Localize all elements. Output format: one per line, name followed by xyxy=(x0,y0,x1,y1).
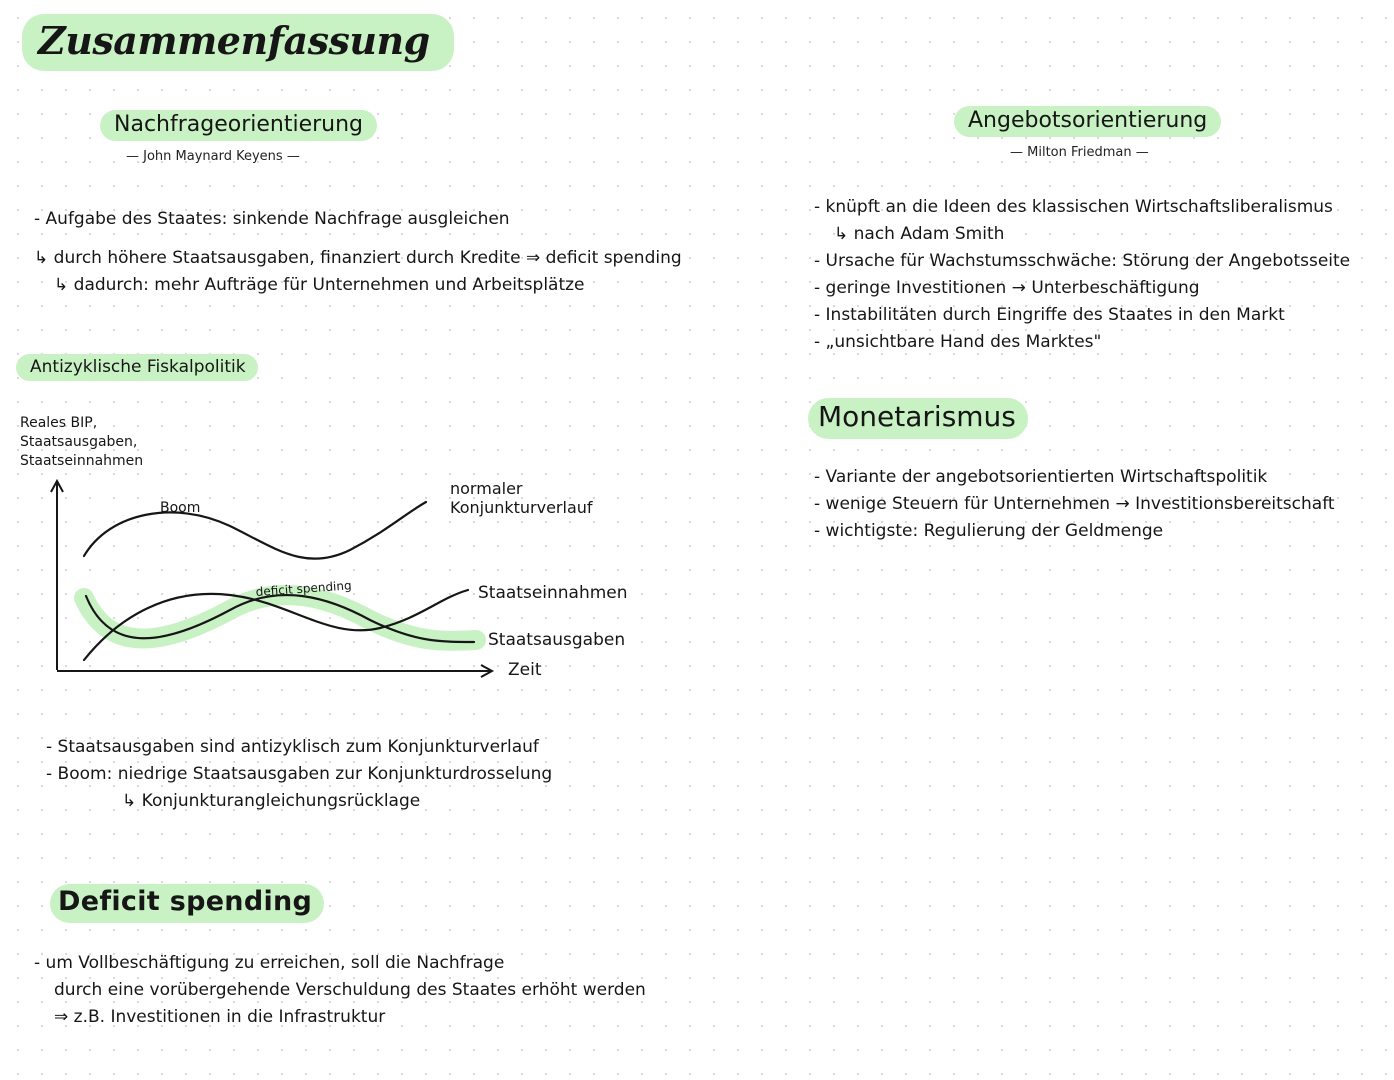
angebot-points: - knüpft an die Ideen des klassischen Wi… xyxy=(814,194,1350,356)
nachfrage-point: ↳ dadurch: mehr Aufträge für Unternehmen… xyxy=(54,275,585,295)
antizyklisch-point: - Staatsausgaben sind antizyklisch zum K… xyxy=(46,737,539,757)
antizyklisch-points: - Staatsausgaben sind antizyklisch zum K… xyxy=(46,734,552,815)
nachfrage-point: ↳ durch höhere Staatsausgaben, finanzier… xyxy=(34,248,682,268)
y-axis-arrow xyxy=(50,478,64,493)
deficit-heading-wrap: Deficit spending xyxy=(50,884,325,923)
angebot-point: - geringe Investitionen → Unterbeschäfti… xyxy=(814,278,1200,298)
chart-label-normal-1: normaler xyxy=(450,479,523,498)
page-title-wrap: Zusammenfassung xyxy=(22,14,454,71)
monetarismus-heading: Monetarismus xyxy=(808,398,1028,439)
staatsausgaben-curve xyxy=(84,593,476,644)
monetarismus-heading-wrap: Monetarismus xyxy=(808,398,1028,439)
nachfrage-points: - Aufgabe des Staates: sinkende Nachfrag… xyxy=(34,206,682,299)
deficit-points: - um Vollbeschäftigung zu erreichen, sol… xyxy=(34,950,646,1031)
angebot-point: - Ursache für Wachstumsschwäche: Störung… xyxy=(814,251,1351,271)
y-axis-label-line: Staatsausgaben, xyxy=(20,434,138,450)
angebot-author: — Milton Friedman — xyxy=(1010,145,1149,160)
chart-label-einnahmen: Staatseinnahmen xyxy=(478,583,628,603)
antizyklisch-point: ↳ Konjunkturangleichungsrücklage xyxy=(122,791,421,811)
monetarismus-point: - Variante der angebotsorientierten Wirt… xyxy=(814,467,1268,487)
angebot-heading-wrap: Angebotsorientierung xyxy=(954,106,1222,137)
konjunktur-curve xyxy=(82,500,428,560)
nachfrage-author: — John Maynard Keyens — xyxy=(126,149,300,164)
chart-label-zeit: Zeit xyxy=(508,660,542,680)
chart-label-ausgaben: Staatsausgaben xyxy=(488,630,625,650)
staatseinnahmen-curve xyxy=(82,588,470,662)
deficit-point: durch eine vorübergehende Verschuldung d… xyxy=(54,980,646,1000)
deficit-point: ⇒ z.B. Investitionen in die Infrastruktu… xyxy=(54,1007,386,1027)
antizyklisch-point: - Boom: niedrige Staatsausgaben zur Konj… xyxy=(46,764,553,784)
monetarismus-point: - wenige Steuern für Unternehmen → Inves… xyxy=(814,494,1335,514)
x-axis-arrow xyxy=(480,664,495,678)
y-axis-label-line: Reales BIP, xyxy=(20,415,98,431)
konjunktur-chart: Boom deficit spending normaler Konjunktu… xyxy=(50,478,628,680)
monetarismus-point: - wichtigste: Regulierung der Geldmenge xyxy=(814,521,1164,541)
antizyklisch-heading: Antizyklische Fiskalpolitik xyxy=(16,354,258,381)
chart-label-normal-2: Konjunkturverlauf xyxy=(450,498,593,517)
deficit-heading: Deficit spending xyxy=(50,884,325,923)
chart-y-axis-label: Reales BIP, Staatsausgaben, Staatseinnah… xyxy=(20,414,143,471)
staatsausgaben-highlight xyxy=(74,585,486,651)
angebot-point: ↳ nach Adam Smith xyxy=(834,224,1005,244)
deficit-point: - um Vollbeschäftigung zu erreichen, sol… xyxy=(34,953,505,973)
nachfrage-heading-wrap: Nachfrageorientierung xyxy=(100,110,378,141)
angebot-point: - Instabilitäten durch Eingriffe des Sta… xyxy=(814,305,1285,325)
monetarismus-points: - Variante der angebotsorientierten Wirt… xyxy=(814,464,1335,545)
page-title: Zusammenfassung xyxy=(22,14,454,71)
nachfrage-heading: Nachfrageorientierung xyxy=(100,110,378,141)
antizyklisch-heading-wrap: Antizyklische Fiskalpolitik xyxy=(16,354,258,381)
chart-label-deficit: deficit spending xyxy=(255,578,352,599)
y-axis-label-line: Staatseinnahmen xyxy=(20,453,144,469)
nachfrage-point: - Aufgabe des Staates: sinkende Nachfrag… xyxy=(34,209,510,229)
angebot-point: - knüpft an die Ideen des klassischen Wi… xyxy=(814,197,1333,217)
chart-label-boom: Boom xyxy=(160,500,200,516)
angebot-point: - „unsichtbare Hand des Marktes" xyxy=(814,332,1102,352)
angebot-heading: Angebotsorientierung xyxy=(954,106,1222,137)
